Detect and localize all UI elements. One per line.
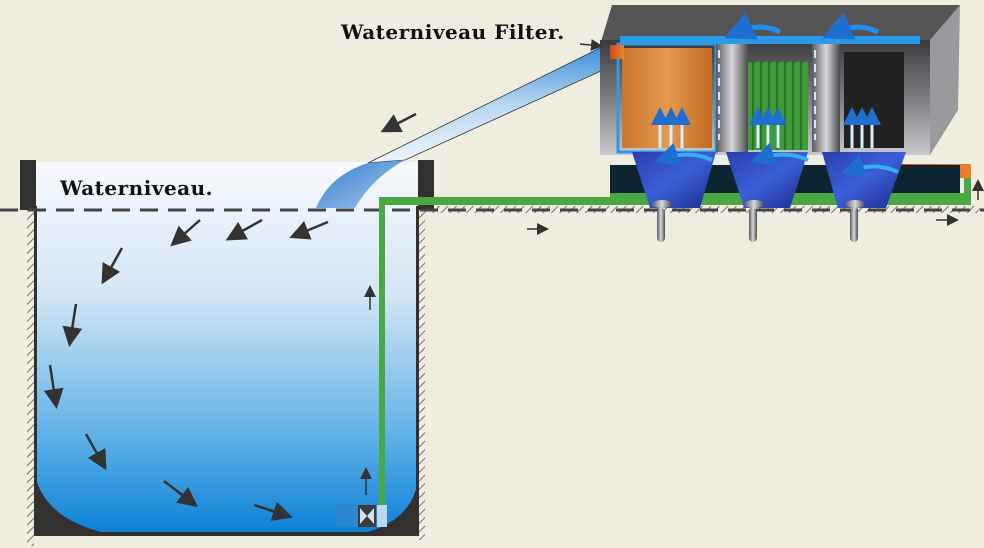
filter-inlet-stub [610,45,624,59]
drain-valve-3-pipe [850,208,858,242]
bottom-flow-arrow-2-icon [750,142,809,166]
pond-right-earth-wall [418,206,425,540]
filter-water-surface [620,36,920,44]
pond-inner-right-line [416,206,419,536]
filter-water-level-label: Waterniveau Filter. [341,20,565,44]
arrow-icon [101,247,124,285]
pipe-riser-right [964,168,971,205]
arrow-icon [170,219,201,247]
arrow-icon [579,39,603,52]
arrow-icon [225,218,263,241]
divider-2 [812,44,840,152]
pond-bottom-right-corner [360,480,418,534]
drain-valves [652,200,865,242]
pump-outlet [377,505,387,527]
chamber-flow-arrows [651,107,881,148]
waterfall-stream [316,160,405,208]
pond-water [34,162,418,536]
drain-valve-3[interactable] [845,200,865,208]
drain-valve-1[interactable] [652,200,672,208]
drain-valve-2[interactable] [744,200,764,208]
arrow-icon [84,433,107,471]
drain-valve-2-pipe [749,208,757,242]
hopper-2 [726,152,808,208]
arrow-icon [253,501,293,521]
top-flow-arrow-1-icon [724,12,782,40]
pond-bottom-left-corner [34,470,110,534]
bottom-flow-arrow-3-icon [840,154,899,178]
arrow-icon [380,112,417,133]
pump-icon [360,508,374,524]
hopper-1 [632,152,716,208]
bottom-flow-arrow-1-icon [654,142,713,166]
return-hose [367,47,613,164]
chamber-3-media [844,52,904,148]
pump-pipe [379,164,971,510]
drain-valve-1-pipe [657,208,665,242]
pond-left-wall-cap [20,160,36,210]
arrow-icon [43,364,64,409]
pond [20,160,434,536]
chamber-1-media [622,48,712,148]
arrow-icon [289,220,329,240]
filter-lid [600,5,960,45]
pump [336,505,387,527]
flow-arrows [43,39,984,521]
pond-left-earth-wall [27,206,34,546]
pond-floor [34,532,418,536]
pipe-vertical [379,198,385,510]
top-flow-arrow-2-icon [822,12,880,40]
pump-body [336,505,358,527]
pond-inner-left-line [34,206,37,536]
pond-water-level-label: Waterniveau. [60,176,214,200]
divider-1 [716,44,748,152]
arrow-icon [62,303,83,347]
arrow-icon [163,480,198,508]
filter-side [930,5,960,155]
filter-unit [600,5,960,242]
